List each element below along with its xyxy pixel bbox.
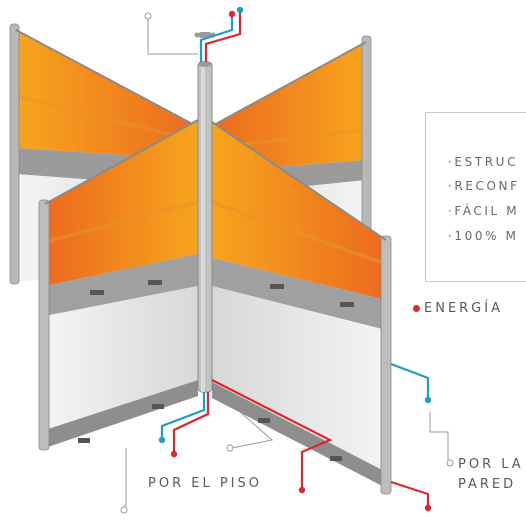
central-post xyxy=(197,61,213,393)
front-right-panel xyxy=(211,121,392,495)
leader-lines xyxy=(120,12,454,514)
energy-dot-icon xyxy=(413,305,420,312)
floor-cables xyxy=(158,379,333,494)
feature-item: ·ESTRUC xyxy=(448,155,519,169)
wall-label-line2: PARED xyxy=(458,477,517,492)
wall-cables xyxy=(390,362,432,512)
top-cables xyxy=(199,6,244,62)
features-box xyxy=(425,112,526,282)
feature-item: ·RECONF xyxy=(448,179,520,193)
wall-label-line1: POR LA xyxy=(458,457,524,472)
energy-label: ENERGÍA xyxy=(424,301,503,316)
feature-item: ·FÁCIL M xyxy=(448,204,520,218)
floor-label: POR EL PISO xyxy=(148,476,262,491)
front-left-panel xyxy=(38,119,199,451)
feature-item: ·100% M xyxy=(448,229,519,243)
